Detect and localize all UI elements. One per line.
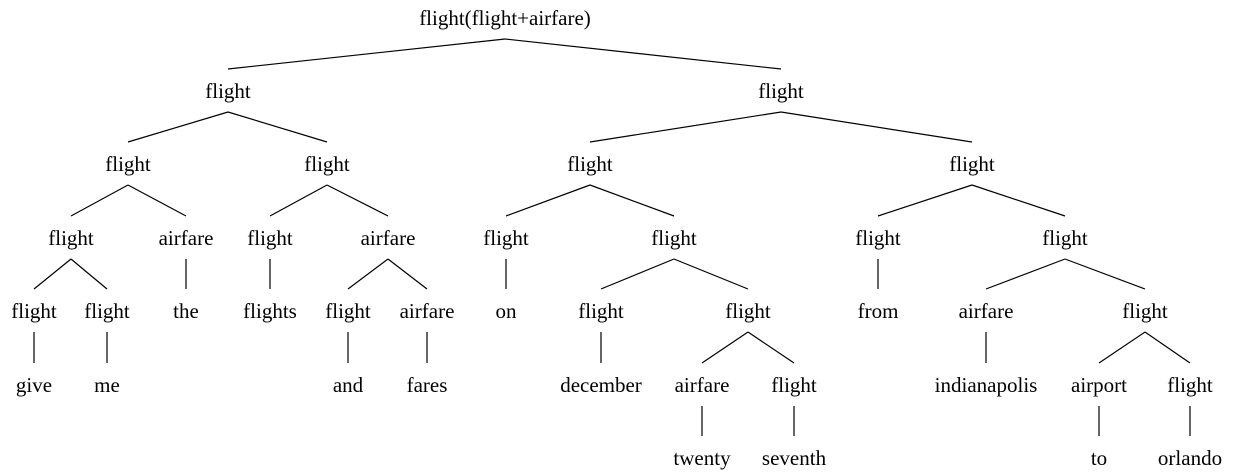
tree-node-label: flight: [483, 226, 529, 250]
tree-edge: [600, 258, 675, 290]
tree-node-label: airfare: [361, 226, 416, 250]
tree-edge: [70, 258, 108, 290]
tree-node-label: flight: [758, 79, 804, 103]
tree-node-label: flight: [247, 226, 293, 250]
tree-node-label: flight: [855, 226, 901, 250]
tree-node-label: flight: [725, 299, 771, 323]
nodes-layer: flight(flight+airfare) flight flight flight…: [11, 6, 1222, 470]
tree-edge: [1064, 258, 1146, 290]
tree-edge: [780, 111, 973, 143]
tree-edge: [1098, 331, 1146, 364]
tree-node-label: flight: [105, 152, 151, 176]
tree-node-label: flight: [1042, 226, 1088, 250]
tree-node-label: flight: [578, 299, 624, 323]
tree-edge: [70, 184, 129, 217]
tree-node-label: flight: [304, 152, 350, 176]
tree-edge: [127, 184, 187, 217]
tree-edge: [269, 184, 328, 217]
tree-node-label: flight: [567, 152, 613, 176]
tree-node-label: flight: [325, 299, 371, 323]
tree-leaf-word: flights: [243, 299, 297, 323]
tree-leaf-word: and: [333, 373, 364, 397]
tree-edge: [127, 111, 229, 143]
tree-node-label: flight: [205, 79, 251, 103]
tree-leaf-word: orlando: [1158, 446, 1222, 470]
tree-node-label: airfare: [400, 299, 455, 323]
tree-edge: [33, 258, 72, 290]
tree-node-label: airfare: [675, 373, 730, 397]
tree-node-label: flight: [1167, 373, 1213, 397]
tree-node-label: airfare: [159, 226, 214, 250]
tree-leaf-word: give: [16, 373, 52, 397]
tree-leaf-word: seventh: [762, 446, 827, 470]
tree-node-label: flight: [651, 226, 697, 250]
tree-edge: [673, 258, 749, 290]
tree-leaf-word: me: [94, 373, 120, 397]
tree-edge: [589, 184, 675, 217]
tree-edge: [227, 111, 328, 143]
tree-edge: [387, 258, 428, 290]
tree-leaf-word: from: [858, 299, 899, 323]
tree-node-label: flight: [84, 299, 130, 323]
tree-edge: [877, 184, 973, 217]
tree-leaf-word: on: [496, 299, 518, 323]
tree-node-label: airfare: [959, 299, 1014, 323]
tree-node-label: flight: [11, 299, 57, 323]
tree-leaf-word: fares: [407, 373, 448, 397]
tree-node-label: airport: [1071, 373, 1127, 397]
tree-edge: [504, 38, 782, 70]
tree-edge: [1144, 331, 1191, 364]
tree-edge: [347, 258, 389, 290]
tree-node-label: flight: [1122, 299, 1168, 323]
tree-edge: [971, 184, 1066, 217]
edges-layer: [33, 38, 1191, 436]
tree-edge: [747, 331, 795, 364]
tree-node-label: flight(flight+airfare): [419, 6, 591, 30]
tree-edge: [701, 331, 749, 364]
tree-edge: [985, 258, 1066, 290]
tree-node-label: flight: [48, 226, 94, 250]
tree-leaf-word: twenty: [673, 446, 731, 470]
tree-leaf-word: indianapolis: [935, 373, 1038, 397]
tree-edge: [505, 184, 591, 217]
tree-node-label: flight: [949, 152, 995, 176]
tree-leaf-word: the: [173, 299, 199, 323]
tree-leaf-word: december: [560, 373, 642, 397]
tree-edge: [227, 38, 506, 70]
tree-edge: [326, 184, 389, 217]
tree-leaf-word: to: [1091, 446, 1107, 470]
tree-edge: [589, 111, 782, 143]
tree-node-label: flight: [771, 373, 817, 397]
